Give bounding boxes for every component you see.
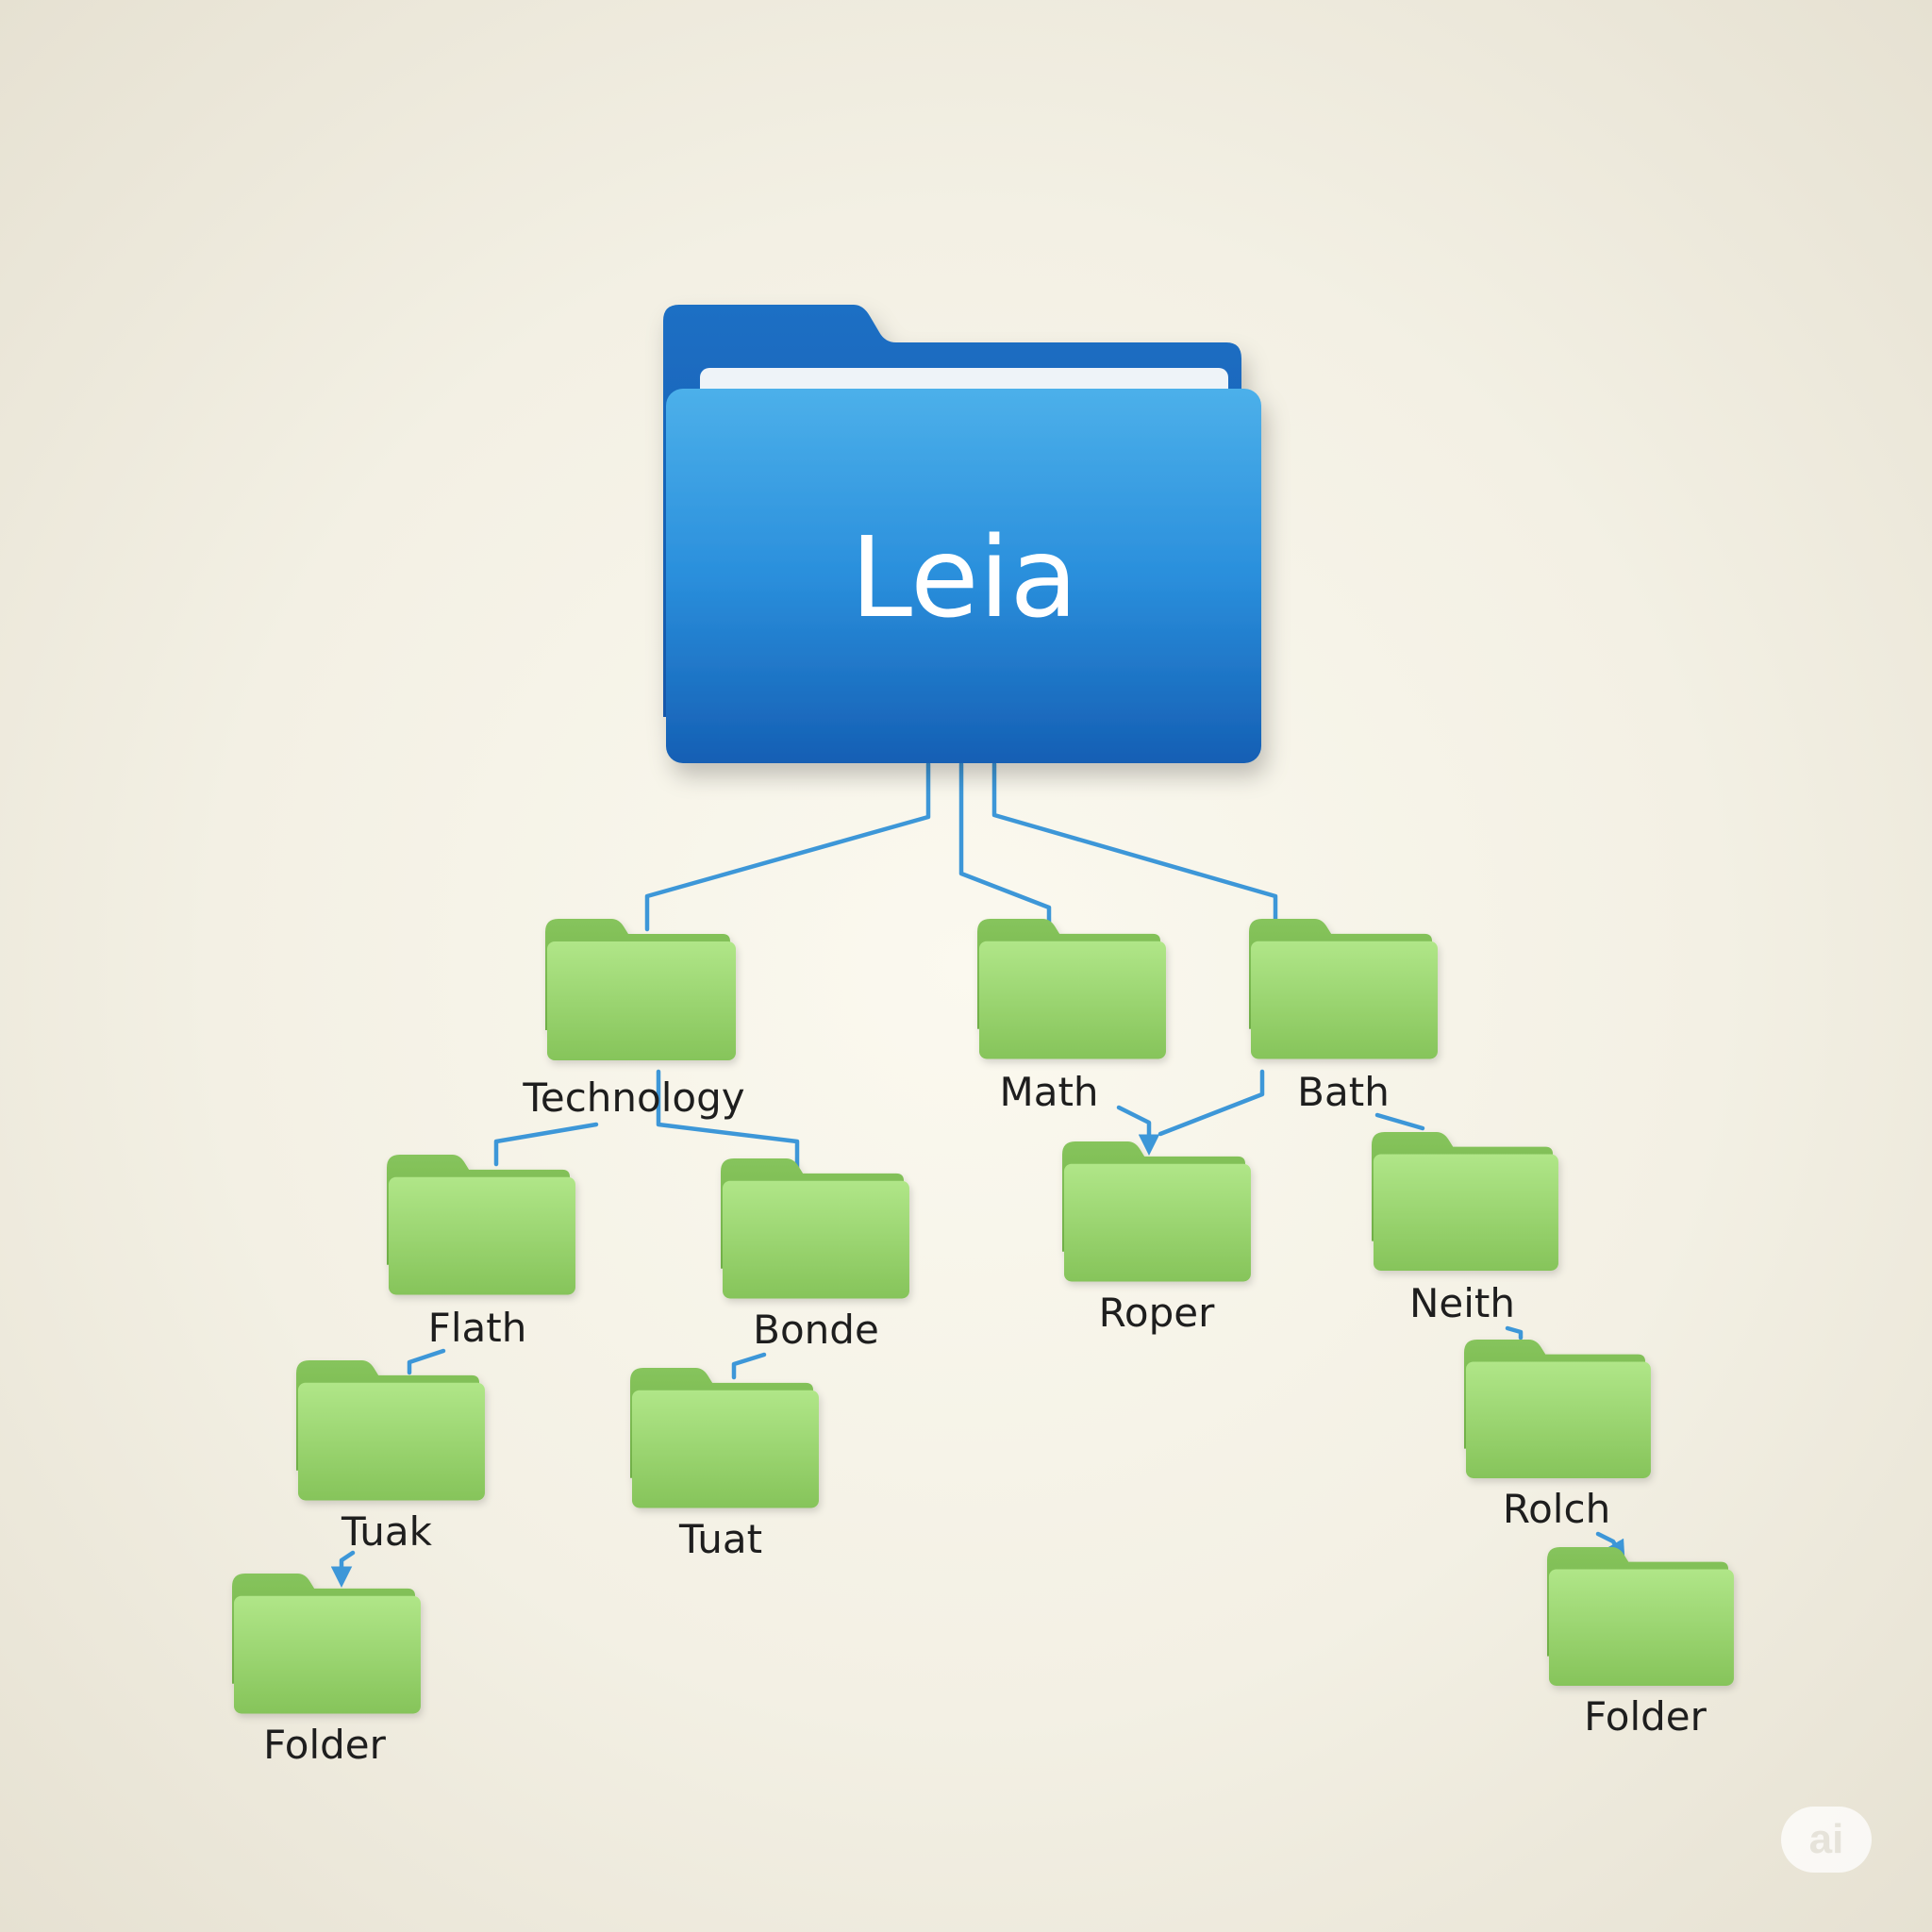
folder-icon-front xyxy=(1250,941,1438,1059)
folder-math[interactable]: Math xyxy=(977,918,1166,1115)
folder-icon xyxy=(1249,918,1438,1059)
folder-label-math: Math xyxy=(999,1069,1098,1115)
connectors xyxy=(330,761,1625,1588)
folder-icon xyxy=(630,1367,819,1508)
folder-folder-left[interactable]: Folder xyxy=(232,1573,421,1768)
folder-bath[interactable]: Bath xyxy=(1249,918,1438,1115)
connector-flath-tuak xyxy=(407,1348,446,1375)
folder-icon-front xyxy=(631,1390,819,1508)
folder-label-technology: Technology xyxy=(522,1074,744,1121)
folder-icon-front xyxy=(388,1176,575,1295)
connector-neith-rolch xyxy=(1505,1325,1524,1341)
connector-tuak-folder xyxy=(330,1550,356,1588)
folder-label-rolch: Rolch xyxy=(1503,1486,1610,1532)
folder-icon-front xyxy=(547,941,736,1060)
folder-icon-front xyxy=(1373,1154,1558,1271)
folder-icon xyxy=(387,1154,575,1295)
folder-bonde[interactable]: Bonde xyxy=(721,1158,909,1353)
folder-roper[interactable]: Roper xyxy=(1062,1141,1251,1336)
folder-icon-front xyxy=(1465,1361,1651,1478)
folder-icon-front xyxy=(1548,1569,1734,1686)
root-folder[interactable]: Leia xyxy=(663,305,1261,763)
folder-icon xyxy=(232,1573,421,1714)
connector-math-roper xyxy=(1116,1105,1160,1156)
folder-label-tuat: Tuat xyxy=(678,1516,762,1562)
folder-label-bonde: Bonde xyxy=(753,1307,879,1353)
folder-icon xyxy=(721,1158,909,1299)
folder-icon xyxy=(1464,1339,1651,1478)
connector-leia-technology xyxy=(644,761,931,932)
folder-label-roper: Roper xyxy=(1099,1290,1215,1336)
connector-bath-neith xyxy=(1374,1112,1425,1131)
folder-tuat[interactable]: Tuat xyxy=(630,1367,819,1562)
connector-leia-bath xyxy=(991,761,1278,923)
connector-bath-roper xyxy=(1158,1069,1265,1137)
folder-icon xyxy=(296,1359,485,1501)
folder-neith[interactable]: Neith xyxy=(1372,1131,1558,1326)
folder-label-neith: Neith xyxy=(1409,1280,1515,1326)
connector-leia-math xyxy=(958,761,1052,927)
folder-icon-front xyxy=(1063,1163,1251,1282)
connector-technology-flath xyxy=(493,1122,599,1167)
folder-rolch[interactable]: Rolch xyxy=(1464,1339,1651,1532)
folder-icon-front xyxy=(722,1180,909,1299)
connector-technology-bonde xyxy=(656,1069,800,1171)
folder-icon xyxy=(545,919,736,1060)
folder-label-tuak: Tuak xyxy=(341,1508,433,1555)
folder-label-folder-right: Folder xyxy=(1584,1693,1707,1740)
folder-icon-front xyxy=(297,1382,485,1501)
folder-folder-right[interactable]: Folder xyxy=(1547,1546,1734,1740)
folder-icon xyxy=(1547,1546,1734,1686)
folder-label-bath: Bath xyxy=(1297,1069,1390,1115)
folder-label-folder-left: Folder xyxy=(263,1722,387,1768)
folder-label-flath: Flath xyxy=(428,1305,527,1351)
ai-badge: ai xyxy=(1781,1807,1872,1873)
folder-technology[interactable]: Technology xyxy=(522,919,745,1121)
folder-flath[interactable]: Flath xyxy=(387,1154,575,1351)
folder-icon xyxy=(1062,1141,1251,1282)
folder-icon xyxy=(977,918,1166,1059)
root-folder-label: Leia xyxy=(850,512,1077,642)
root-folder-front xyxy=(666,389,1261,763)
folder-icon xyxy=(1372,1131,1558,1271)
folder-tuak[interactable]: Tuak xyxy=(296,1359,485,1555)
folder-icon-front xyxy=(978,941,1166,1059)
folder-icon-front xyxy=(233,1595,421,1714)
connector-bonde-tuat xyxy=(731,1352,767,1380)
